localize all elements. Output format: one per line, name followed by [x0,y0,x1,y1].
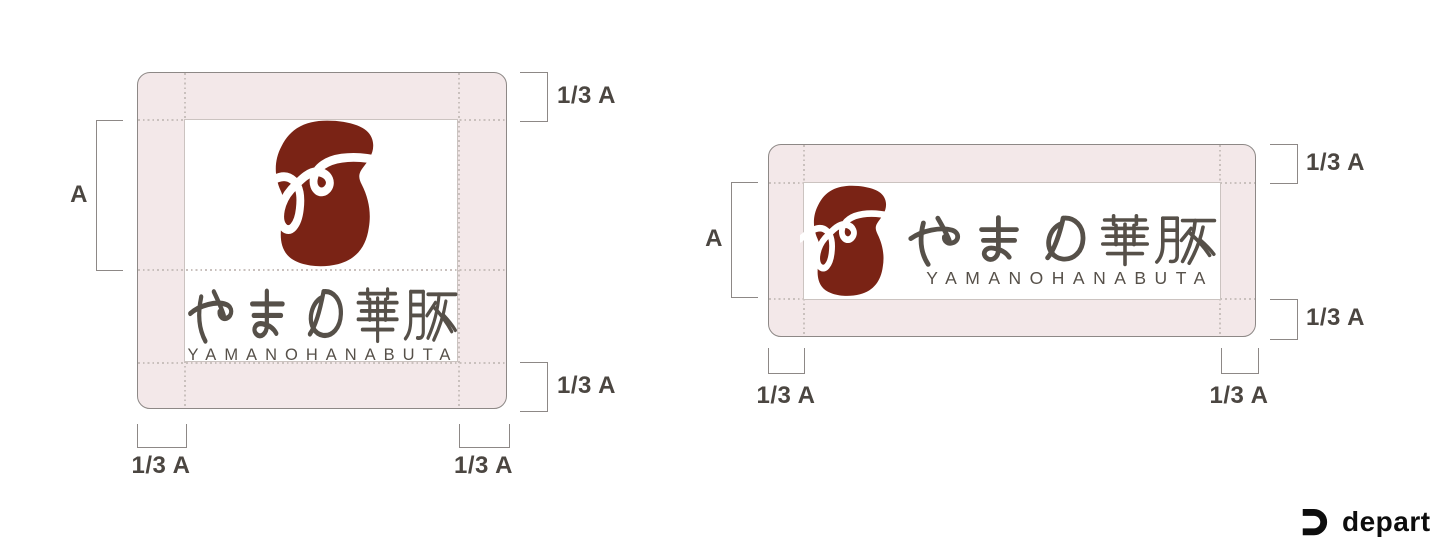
logo-wordmark-jp: やまの華豚 [906,211,1218,268]
dimension-bracket-a [96,120,123,271]
logo-symbol-icon [800,183,897,298]
margin-guide-bottom [138,362,506,364]
logo-wordmark-jp-strokes [186,284,459,345]
margin-guide-right [458,73,460,408]
depart-mark-icon [1299,503,1334,538]
dimension-label-bottom-margin: 1/3 A [557,372,616,399]
dimension-label-left-margin: 1/3 A [756,382,816,409]
dimension-bracket-bottom-margin [1270,299,1298,340]
dimension-label-top-margin: 1/3 A [1306,149,1365,176]
logo-wordmark-jp-strokes [906,211,1218,268]
dimension-label-top-margin: 1/3 A [557,82,616,109]
dimension-label-a: A [70,181,88,208]
dimension-bracket-right-margin [1221,348,1259,374]
logo-wordmark-en: YAMANOHANABUTA [926,268,1214,288]
dimension-bracket-left-margin [768,348,805,374]
logo-symbol-icon [257,117,388,269]
dimension-bracket-top-margin [520,72,548,122]
dimension-label-left-margin: 1/3 A [131,452,191,479]
dimension-bracket-left-margin [137,424,187,448]
dimension-label-right-margin: 1/3 A [1209,382,1269,409]
dimension-bracket-bottom-margin [520,362,548,412]
symbol-height-guide [138,269,506,271]
dimension-bracket-right-margin [459,424,510,448]
depart-wordmark: depart [1342,506,1431,537]
dimension-bracket-a [731,182,758,298]
logo-wordmark-en: YAMANOHANABUTA [187,346,459,364]
dimension-label-right-margin: 1/3 A [454,452,513,479]
logo-wordmark-jp: やまの華豚 [186,284,459,345]
dimension-label-a: A [705,225,723,252]
dimension-bracket-top-margin [1270,144,1298,184]
dimension-label-bottom-margin: 1/3 A [1306,304,1365,331]
